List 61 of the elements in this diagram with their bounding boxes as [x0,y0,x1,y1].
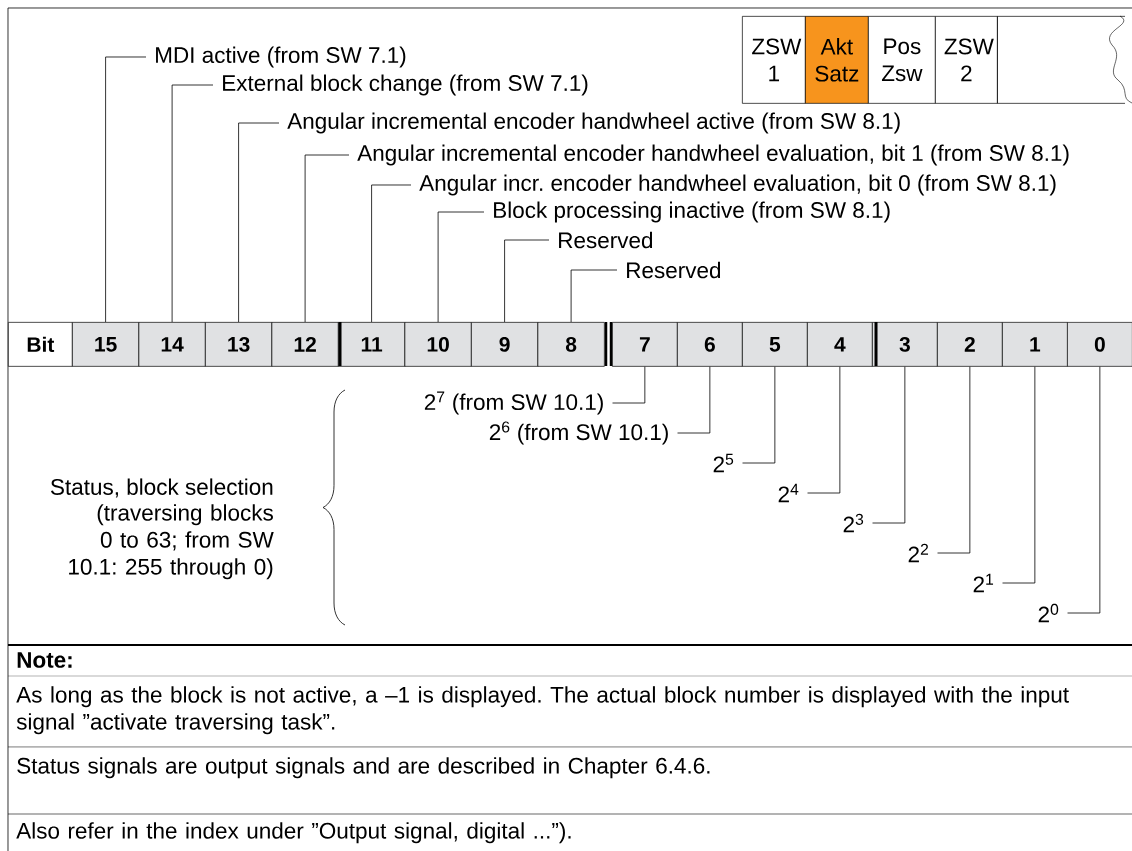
bit-cell: 6 [677,322,743,367]
bit-cell: 3 [872,322,938,367]
bit-value: 2$^{0}$ [1038,603,1059,623]
bit-description: Angular incremental encoder handwheel active (from SW 8.1) [287,112,900,134]
note-text: Also refer in the index under ”Output signal, digital ...”). [16,822,571,844]
bit-value: 2$^{3}$ [843,513,864,533]
leader-line [1002,366,1036,584]
bit-value: 2$^{4}$ [778,483,799,503]
leader-line [171,84,214,323]
bit-description: Angular incremental encoder handwheel evaluation, bit 1 (from SW 8.1) [357,144,1069,166]
header-box: ZSW 2 [935,16,998,104]
bit-cell: 7 [612,322,678,367]
bit-description: Angular incr. encoder handwheel evaluation, bit 0 (from SW 8.1) [419,174,1056,196]
bit-description: MDI active (from SW 7.1) [156,46,406,68]
leader-line [105,56,147,323]
bit-cell: 2 [937,322,1003,367]
bit-description: Reserved [559,231,653,249]
bit-value: 2$^{2}$ [908,543,928,563]
bit-cell: 14 [138,322,206,367]
note-heading: Note: [17,652,72,668]
bit-cell: 5 [742,322,808,367]
bit-value: 2$^{5}$ [713,453,734,473]
bit-cell: 1 [1002,322,1068,367]
bit-value: 2$^{7}$ (from SW 10.1) [424,391,603,415]
bit-cell: 0 [1067,322,1132,367]
header-box: Akt Satz [805,16,869,104]
leader-line [304,154,350,323]
note-text: As long as the block is not active, a –1 is displayed. The actual block number is displayed with the input signal ”activate traversing task”. [16,686,1069,735]
bit-description: Reserved [627,261,721,279]
node-label: 0 [1094,336,1105,352]
bit-cell: 15 [72,322,140,367]
leader-line [371,184,412,323]
leader-line [504,239,550,323]
leader-line [872,366,906,524]
bit-description: External block change (from SW 7.1) [223,74,588,96]
bit-cell: Bit [8,322,73,367]
leader-line [1067,366,1101,614]
leader-line [937,366,971,554]
leader-line [612,366,646,404]
bit-cell: 12 [271,322,339,367]
label: (traversing blocks 0 to 63; from SW 10.1: 255 through 0) [69,504,274,580]
label: Status, block selection [50,478,273,498]
note-text: Status signals are output signals and are described in Chapter 6.4.6. [17,757,710,779]
bit-cell: 4 [807,322,873,367]
bit-cell: 9 [471,322,539,367]
leader-line [742,366,776,464]
header-box: ZSW 1 [742,16,806,104]
bit-value: 2$^{6}$ (from SW 10.1) [489,421,668,445]
bit-cell: 13 [205,322,273,367]
bit-description: Block processing inactive (from SW 8.1) [494,201,890,223]
leader-line [238,122,280,323]
leader-line [437,211,485,323]
bit-cell: 11 [338,322,406,367]
header-box: Pos Zsw [868,16,936,104]
header-box [997,12,1132,106]
leader-line [807,366,841,494]
bit-value: 2$^{1}$ [973,573,994,593]
leader-line [570,269,618,323]
bit-cell: 8 [537,322,605,367]
leader-line [677,366,711,434]
bit-cell: 10 [404,322,472,367]
